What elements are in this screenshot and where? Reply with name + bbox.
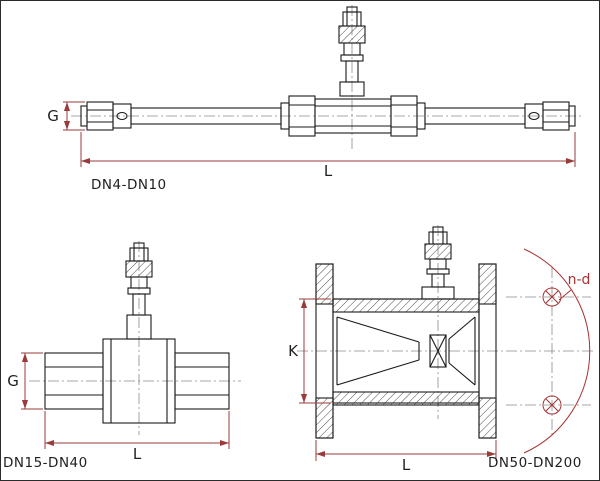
dim-label-k: K (288, 342, 299, 360)
dim-label-l: L (324, 162, 333, 180)
bolt-circle-annotation (523, 248, 591, 454)
view-label-dn50-dn200: DN50-DN200 (488, 455, 582, 471)
meter-outline-dn50-dn200 (315, 226, 497, 439)
bolt-hole-bottom (542, 395, 562, 415)
bolt-circle-arc (523, 248, 591, 454)
view-label-dn15-dn40: DN15-DN40 (3, 455, 88, 471)
view-dn4-dn10: G L DN4-DN10 (47, 5, 581, 193)
bolt-callout-label: n-d (568, 272, 591, 288)
sensor-transmitter (421, 226, 455, 300)
dimension-l (44, 411, 230, 449)
centerlines-dn15-dn40 (29, 241, 241, 435)
dim-label-l: L (133, 445, 142, 463)
dim-label-l: L (402, 456, 411, 474)
dimension-g (21, 352, 43, 410)
dimension-l (315, 440, 497, 461)
meter-body (44, 338, 230, 424)
meter-outline-dn15-dn40 (44, 242, 230, 424)
dimensions-dn50-dn200 (299, 298, 497, 461)
meter-tube-section (332, 298, 480, 406)
dimensions-dn4-dn10 (63, 101, 576, 167)
view-dn50-dn200: K L n-d DN50-DN200 (288, 225, 595, 474)
dimension-k (299, 298, 331, 404)
dim-label-g: G (7, 372, 19, 390)
meter-outline-dn4-dn10 (80, 6, 576, 137)
left-end-fitting (80, 101, 132, 131)
callout-leader-line (558, 289, 572, 301)
bolt-hole-top (542, 287, 562, 307)
dimension-l (80, 132, 576, 167)
dimension-g (63, 101, 85, 131)
right-end-fitting (524, 101, 576, 131)
meter-body (280, 95, 426, 137)
dim-label-g: G (47, 107, 59, 125)
sensor-transmitter (338, 6, 366, 97)
view-dn15-dn40: G L DN15-DN40 (3, 241, 241, 471)
view-label-dn4-dn10: DN4-DN10 (91, 177, 167, 193)
dimensions-dn15-dn40 (21, 352, 230, 449)
centerlines-dn4-dn10 (71, 5, 581, 151)
